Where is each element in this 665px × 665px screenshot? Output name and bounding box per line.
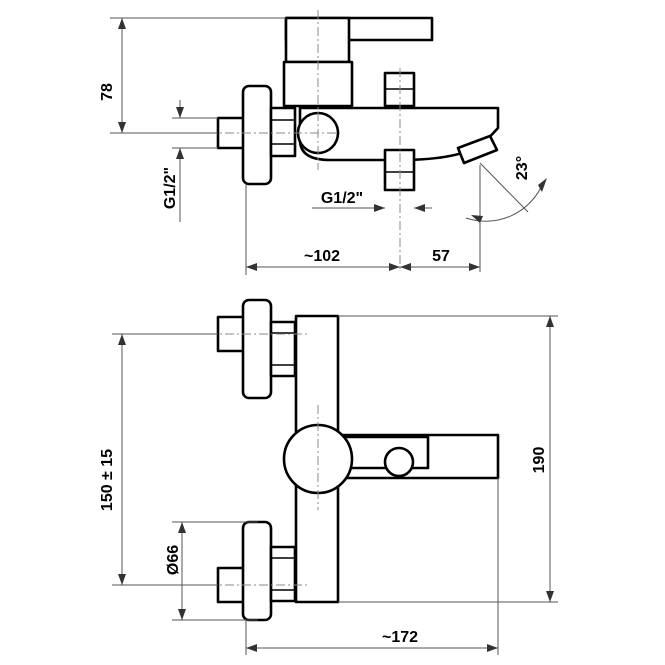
dim-57-label: 57 — [432, 248, 450, 265]
dim-150-label: 150 ± 15 — [99, 449, 116, 511]
dim-g12-side-label: G1/2" — [162, 167, 179, 209]
top-hex-nut — [269, 320, 297, 378]
bottom-flange — [241, 520, 273, 622]
bottom-hex-nut — [269, 545, 297, 603]
dim-78-label: 78 — [99, 83, 116, 101]
dim-angle-label: 23° — [514, 156, 531, 180]
hex-nut — [269, 106, 297, 158]
dim-190-label: 190 — [531, 447, 548, 474]
dim-66-label: Ø66 — [165, 545, 182, 575]
dim-g12-bottom-label: G1/2" — [321, 190, 363, 207]
aerator — [456, 134, 499, 165]
dim-172-label: ~172 — [382, 629, 418, 646]
wall-flange — [241, 84, 273, 186]
side-elevation-view: 78 G1/2" G1/2" 23° ~102 57 — [99, 10, 547, 275]
diverter-knob-front — [383, 446, 415, 478]
top-flange — [241, 298, 273, 400]
front-elevation-view: 150 ± 15 Ø66 ~172 190 — [99, 298, 558, 655]
dim-102-label: ~102 — [304, 248, 340, 265]
